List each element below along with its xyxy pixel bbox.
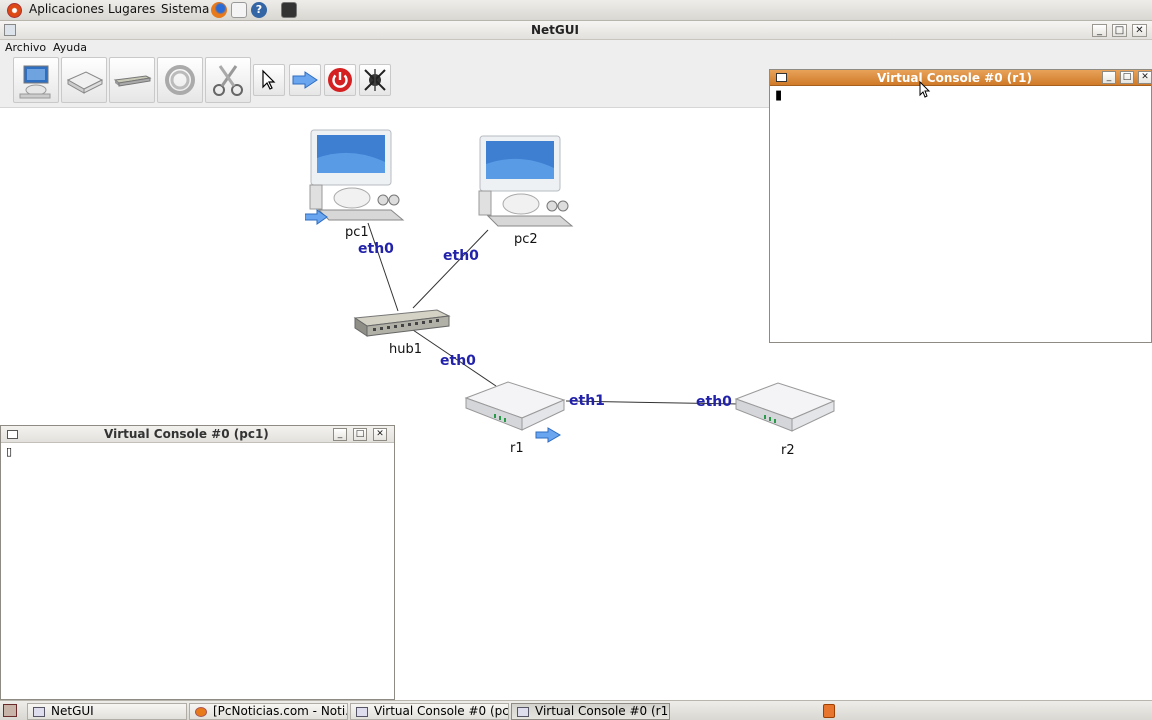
router-icon — [464, 381, 566, 443]
node-label-pc2: pc2 — [514, 232, 538, 247]
window-icon — [33, 706, 45, 717]
menu-ayuda[interactable]: Ayuda — [53, 41, 87, 54]
mouse-pointer-icon — [919, 81, 931, 98]
node-label-pc1: pc1 — [345, 225, 369, 240]
terminal-icon — [478, 135, 574, 227]
window-icon — [356, 706, 368, 717]
minimize-icon[interactable]: _ — [1102, 71, 1116, 84]
scissors-tool-icon[interactable] — [205, 57, 251, 103]
node-label-r2: r2 — [781, 443, 795, 458]
console-pc1-window[interactable]: Virtual Console #0 (pc1) _ □ ✕ ▯ — [0, 425, 395, 700]
console-r1-window[interactable]: Virtual Console #0 (r1) _ □ ✕ ▮ — [769, 69, 1152, 343]
node-pc2[interactable] — [474, 134, 574, 234]
window-title: NetGUI — [531, 23, 579, 37]
start-tool-icon[interactable] — [289, 64, 321, 96]
node-r1[interactable] — [464, 378, 570, 444]
terminal-icon — [304, 129, 405, 225]
link-r1-r2 — [565, 400, 741, 405]
help-icon[interactable]: ? — [251, 2, 267, 18]
task-label: Virtual Console #0 (pc1) — [374, 704, 509, 718]
app-icon — [4, 24, 16, 36]
window-icon — [7, 430, 18, 439]
task-console-r1[interactable]: Virtual Console #0 (r1) — [511, 703, 670, 720]
stop-tool-icon[interactable] — [324, 64, 356, 96]
cable-tool-icon[interactable] — [157, 57, 203, 103]
hub-icon — [353, 309, 451, 337]
link-pc2-hub1 — [412, 229, 489, 309]
firefox-icon[interactable] — [211, 2, 227, 18]
node-hub1[interactable] — [353, 304, 451, 340]
link-hub1-r1 — [412, 329, 497, 387]
menu-archivo[interactable]: Archivo — [5, 41, 47, 54]
window-icon — [517, 706, 529, 717]
iface-label: eth0 — [696, 394, 732, 410]
ubuntu-logo-icon[interactable] — [7, 3, 22, 18]
console-r1-title-bar[interactable]: Virtual Console #0 (r1) _ □ ✕ — [770, 70, 1152, 86]
close-icon[interactable]: ✕ — [373, 428, 387, 441]
task-label: NetGUI — [51, 704, 94, 718]
router-icon — [734, 382, 836, 432]
iface-label: eth0 — [440, 353, 476, 369]
taskbar: NetGUI [PcNoticias.com - Noti... Virtual… — [0, 700, 1152, 720]
task-label: [PcNoticias.com - Noti... — [213, 704, 348, 718]
node-r2[interactable] — [734, 379, 838, 445]
iface-label: eth1 — [569, 393, 605, 409]
node-pc1[interactable] — [304, 128, 405, 228]
close-icon[interactable]: ✕ — [1138, 71, 1152, 84]
iface-label: eth0 — [358, 241, 394, 257]
iface-label: eth0 — [443, 248, 479, 264]
netgui-title-bar: NetGUI _ □ ✕ — [0, 21, 1152, 40]
minimize-icon[interactable]: _ — [1092, 24, 1107, 37]
hub-tool-icon[interactable] — [109, 57, 155, 103]
links-layer — [367, 222, 741, 405]
kill-tool-icon[interactable] — [359, 64, 391, 96]
terminal-tool-icon[interactable] — [13, 57, 59, 103]
task-console-pc1[interactable]: Virtual Console #0 (pc1) — [350, 703, 509, 720]
firefox-icon — [195, 706, 207, 717]
console-r1-cursor: ▮ — [775, 88, 783, 103]
console-pc1-cursor: ▯ — [6, 445, 13, 458]
maximize-icon[interactable]: □ — [1112, 24, 1127, 37]
window-icon — [776, 73, 787, 82]
terminal-icon[interactable] — [281, 2, 297, 18]
node-label-hub1: hub1 — [389, 342, 423, 357]
maximize-icon[interactable]: □ — [353, 428, 367, 441]
close-icon[interactable]: ✕ — [1132, 24, 1147, 37]
task-netgui[interactable]: NetGUI — [27, 703, 187, 720]
console-pc1-title-bar[interactable]: Virtual Console #0 (pc1) _ □ ✕ — [1, 426, 394, 443]
router-tool-icon[interactable] — [61, 57, 107, 103]
menubar: Archivo Ayuda — [0, 40, 1152, 56]
task-label: Virtual Console #0 (r1) — [535, 704, 670, 718]
node-label-r1: r1 — [510, 441, 524, 456]
maximize-icon[interactable]: □ — [1120, 71, 1134, 84]
minimize-icon[interactable]: _ — [333, 428, 347, 441]
show-desktop-icon[interactable] — [3, 704, 17, 717]
console-pc1-title: Virtual Console #0 (pc1) — [104, 427, 269, 441]
menu-aplicaciones[interactable]: Aplicaciones — [29, 2, 104, 16]
menu-sistema[interactable]: Sistema — [161, 2, 210, 16]
console-r1-title: Virtual Console #0 (r1) — [877, 71, 1033, 85]
pointer-tool-icon[interactable] — [253, 64, 285, 96]
mail-icon[interactable] — [231, 2, 247, 18]
task-pcnoticias[interactable]: [PcNoticias.com - Noti... — [189, 703, 348, 720]
menu-lugares[interactable]: Lugares — [108, 2, 156, 16]
link-pc1-hub1 — [367, 222, 399, 312]
trash-icon[interactable] — [823, 704, 835, 718]
top-panel: Aplicaciones Lugares Sistema ? — [0, 0, 1152, 21]
